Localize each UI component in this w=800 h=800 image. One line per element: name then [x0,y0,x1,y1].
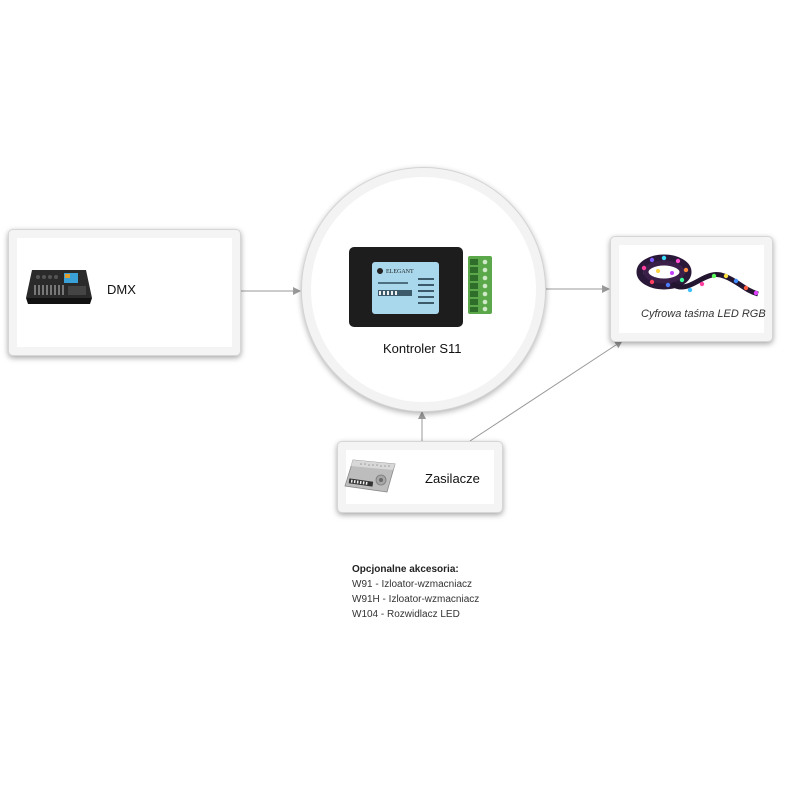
accessory-item: W104 - Rozwidlacz LED [352,609,460,620]
power-supply-label: Zasilacze [425,471,480,486]
led-strip-icon [636,254,759,297]
power-supply-icon [344,459,396,493]
accessory-item: W91H - Izloator-wzmacniacz [352,594,480,605]
dmx-label: DMX [107,282,136,297]
controller-brand-text: ELEGANT [386,269,414,275]
accessories-title: Opcjonalne akcesoria: [352,564,459,575]
accessory-item: W91 - Izloator-wzmacniacz [352,579,473,590]
optional-accessories: Opcjonalne akcesoria: W91 - Izloator-wzm… [352,562,479,622]
controller-device-icon: ELEGANT [349,247,492,327]
led-strip-label: Cyfrowa taśma LED RGB [641,308,766,320]
controller-label: Kontroler S11 [383,341,462,356]
arrow-psu-to-led [469,340,623,442]
dmx-console-icon [26,270,92,304]
